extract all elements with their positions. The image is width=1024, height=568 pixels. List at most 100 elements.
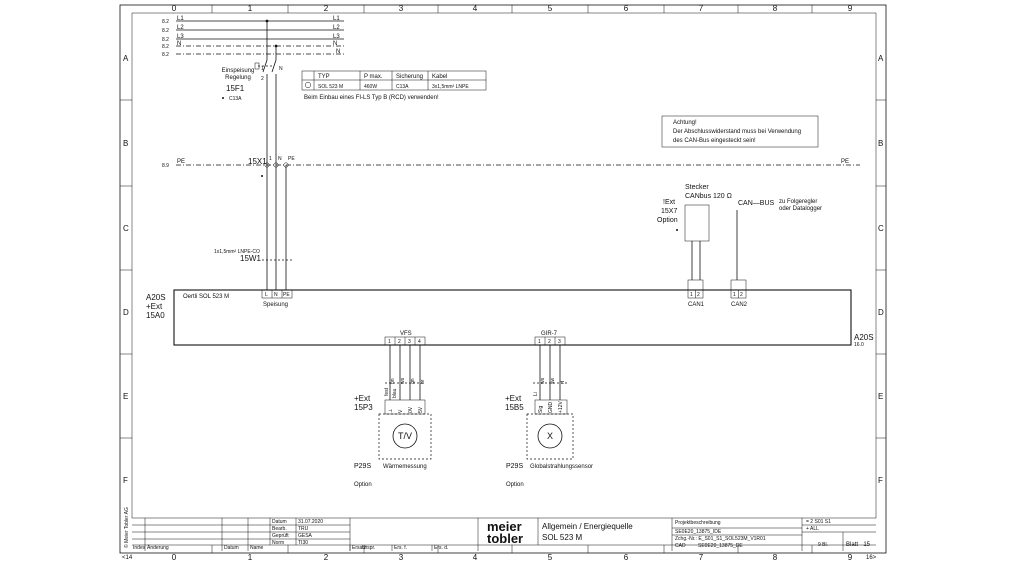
tb-label: Datum (272, 519, 287, 525)
breaker-tag: 15F1 (226, 84, 245, 93)
canbus-note: zu Folgeregler (779, 199, 817, 205)
tb-bottom-cell: Datum (224, 545, 239, 551)
breaker-rating: C13A (229, 96, 242, 102)
controller-feed-pin: PE (283, 292, 290, 298)
bus-label-right: L1 (333, 16, 340, 22)
terminal-15x1: 15X1 1 N PE (248, 156, 295, 177)
prev-sheet: <14 (122, 555, 133, 561)
gir-wire: sw (550, 378, 556, 385)
warning-title: Achtung! (673, 120, 697, 126)
plug-title: Stecker (685, 184, 709, 191)
terminal-tag: 15X1 (248, 157, 267, 166)
plug-ext: !Ext (663, 199, 675, 206)
bus-label-left: L1 (177, 16, 184, 22)
vfs-sensor-pin: 0V (408, 406, 414, 413)
gir-label: GIR-7 (541, 331, 558, 337)
bus-label-right: N (333, 41, 337, 47)
tb-label: Norm (272, 540, 284, 546)
row-label: F (123, 476, 128, 485)
col-label: 5 (548, 4, 553, 13)
can2-label: CAN2 (731, 302, 748, 308)
gir-pin: 3 (558, 339, 561, 345)
tb-label: Bearb. (272, 526, 287, 532)
bus-label-right: N (336, 49, 340, 55)
gir-sensor: GIR-7 1 2 3 ws sw rt Li Sig GND +12V X +… (505, 331, 593, 488)
bus-label-left: L3 (177, 34, 184, 40)
col-label: 2 (324, 553, 329, 562)
spec-header: Kabel (432, 74, 447, 80)
next-sheet: 16> (866, 555, 877, 561)
vfs-pin: 3 (408, 339, 411, 345)
controller-ref: A20S (146, 293, 166, 302)
canbus-connection: CAN—BUS zu Folgeregler oder Datalogger (736, 199, 822, 280)
can1-pin: 1 (690, 292, 693, 298)
tb-value: TI30 (298, 540, 308, 546)
tb-bottom-cell: Ersatz (352, 545, 367, 551)
logo-line1: meier (487, 519, 522, 534)
gir-wire: ws (540, 377, 546, 384)
terminal-pin: 1 (269, 156, 272, 162)
vfs-ext: +Ext (354, 394, 371, 403)
pe-ref: 8.9 (162, 163, 169, 169)
bus-ref: 8.2 (162, 37, 169, 43)
gir-desc: Globalstrahlungssensor (530, 464, 593, 470)
bus-label-right: L3 (333, 34, 340, 40)
controller-right-ref: A20S (854, 333, 874, 342)
gir-sensor-pin: +12V (558, 401, 564, 413)
vfs-wire: gn (410, 378, 416, 384)
bus-label-right: L2 (333, 25, 340, 31)
vfs-symbol: T/V (398, 431, 412, 441)
plug-tag: 15X7 (661, 208, 677, 215)
drawing-number: Zchg.-Nr.: E_S01_S1_SOL523M_V1R01 (675, 536, 766, 542)
warning-text: Der Abschlusswiderstand muss bei Verwend… (673, 129, 801, 135)
plug-15x7: Stecker CANbus 120 Ω !Ext 15X7 Option (657, 184, 732, 280)
col-label: 9 (848, 4, 853, 13)
col-label: 4 (473, 4, 478, 13)
row-label: A (123, 54, 129, 63)
sheet-number: 15 (863, 542, 870, 548)
vfs-pin: 2 (398, 339, 401, 345)
warning-text: des CAN-Bus eingesteckt sein! (673, 138, 756, 144)
col-label: 1 (248, 553, 253, 562)
gir-sensor-pin: Sig (538, 406, 544, 413)
column-labels-top: 0 1 2 3 4 5 6 7 8 9 (172, 4, 853, 13)
breaker-pole: 2 (261, 76, 264, 82)
col-label: 8 (773, 4, 778, 13)
spec-header: TYP (318, 74, 330, 80)
cable-spec: 1x1,5mm² LNPE-CO (214, 249, 260, 255)
row-label: E (878, 392, 883, 401)
tb-value: GESA (298, 533, 313, 539)
page-ref: = 2 S01 S1 (806, 519, 831, 525)
vfs-sensor-pin: 5V (418, 406, 424, 413)
power-bus: 8.2 8.2 8.2 8.2 8.2 L1 L2 L3 N L1 L2 L3 … (162, 16, 860, 169)
plug-subtitle: CANbus 120 Ω (685, 193, 732, 200)
col-label: 8 (773, 553, 778, 562)
can1-pin: 2 (697, 292, 700, 298)
cad-label: CAD (675, 543, 686, 549)
col-label: 1 (248, 4, 253, 13)
bus-ref: 8.2 (162, 19, 169, 25)
controller-block: A20S +Ext 15A0 Oertli SOL 523 M L N PE S… (146, 279, 874, 348)
col-label: 7 (699, 553, 704, 562)
spec-table: TYP P max. Sicherung Kabel SOL 523 M 460… (301, 70, 487, 101)
row-label: A (878, 54, 884, 63)
gir-device: P29S (506, 463, 523, 470)
col-label: 6 (624, 4, 629, 13)
vfs-option: Option (354, 482, 372, 488)
vfs-pin: 4 (418, 339, 421, 345)
col-label: 6 (624, 553, 629, 562)
spec-cell: SOL 523 M (318, 84, 343, 90)
col-label: 3 (399, 553, 404, 562)
gir-symbol: X (547, 431, 553, 441)
vfs-sensor-pin: ⊥ (388, 409, 394, 413)
tb-value: TRU (298, 526, 309, 532)
spec-cell: 3x1,5mm² LNPE (432, 84, 469, 90)
terminal-pin: N (278, 156, 282, 162)
vfs-wire: br (420, 379, 426, 384)
col-label: 3 (399, 4, 404, 13)
cable-tag: 15W1 (240, 254, 261, 263)
breaker-pole: 1 (261, 66, 264, 72)
page-ref: + ALL (806, 526, 819, 532)
bus-label-left: N (177, 41, 181, 47)
col-label: 7 (699, 4, 704, 13)
